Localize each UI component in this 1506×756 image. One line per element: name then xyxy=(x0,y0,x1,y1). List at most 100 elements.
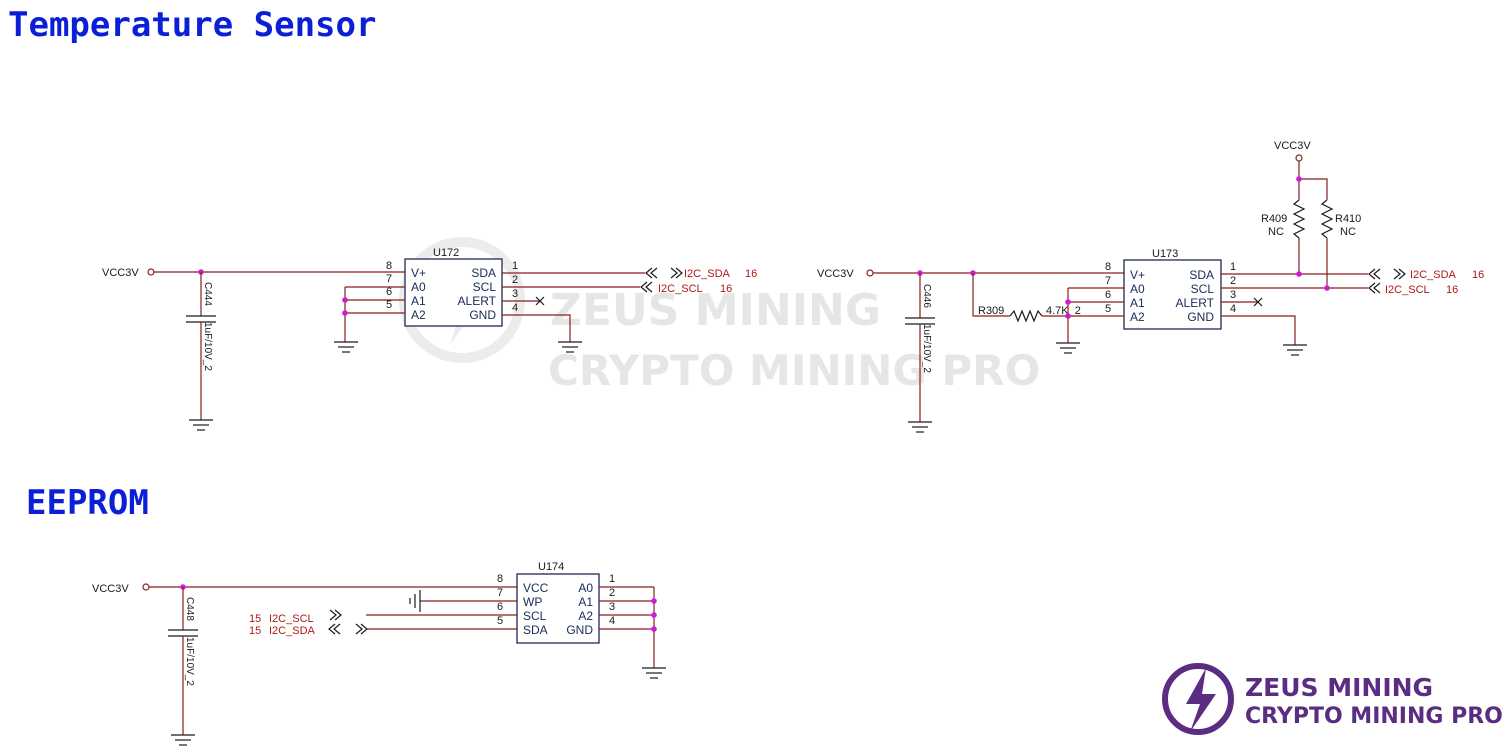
pin-number: 6 xyxy=(386,286,392,298)
watermark-line2: CRYPTO MINING PRO xyxy=(548,346,1040,395)
offpage-connector-icon xyxy=(329,609,342,621)
pullup-ref: R410 xyxy=(1335,213,1361,225)
watermark: ZEUS MINING CRYPTO MINING PRO xyxy=(399,237,1040,395)
gnd-wire xyxy=(1221,315,1296,345)
pin-number: 5 xyxy=(386,299,392,311)
pin-name: A2 xyxy=(411,308,426,322)
pullup-value: NC xyxy=(1340,226,1356,238)
pin-name: A2 xyxy=(1130,310,1145,324)
pin-name: V+ xyxy=(411,266,426,280)
u174-vcc-label: VCC3V xyxy=(92,583,129,595)
pin-number: 3 xyxy=(512,288,518,300)
pin-number: 8 xyxy=(386,260,392,272)
pin-name: ALERT xyxy=(1176,296,1215,310)
pin-number: 8 xyxy=(497,573,503,585)
pin-name: SCL xyxy=(473,280,497,294)
ground-icon xyxy=(1283,344,1307,356)
ground-icon xyxy=(558,341,582,353)
pin-name: V+ xyxy=(1130,268,1145,282)
pin-name: GND xyxy=(469,308,496,322)
net-page-ref: 16 xyxy=(1472,269,1484,281)
pin-name: A0 xyxy=(1130,282,1145,296)
u173-ref: U173 xyxy=(1152,248,1178,260)
pin-number: 3 xyxy=(609,601,615,613)
pin-name: SCL xyxy=(1191,282,1215,296)
pin-name: A1 xyxy=(411,294,426,308)
pin-name: VCC xyxy=(523,581,549,595)
net-label: I2C_SDA xyxy=(684,268,731,280)
pin-number: 4 xyxy=(512,302,518,314)
junction xyxy=(651,626,657,632)
u173-pullup-vcc-label: VCC3V xyxy=(1274,140,1311,152)
offpage-connector-icon xyxy=(640,281,653,293)
r309-wire xyxy=(972,273,1010,317)
junction xyxy=(1324,285,1330,291)
logo-line2: CRYPTO MINING PRO xyxy=(1245,704,1503,729)
u174-cap-value: 1uF/10V_2 xyxy=(184,637,195,686)
pin-number: 8 xyxy=(1105,261,1111,273)
logo-ring-icon xyxy=(1162,663,1234,735)
ground-icon xyxy=(642,667,666,679)
resistor-icon xyxy=(1292,199,1306,239)
pin-name: SDA xyxy=(523,623,548,637)
u173-block: VCC3V C446 1uF/10V_2 R309 4.7K_2 U173 xyxy=(817,140,1484,433)
pin-number: 2 xyxy=(512,274,518,286)
u174-vcc-port xyxy=(142,583,150,591)
pullup-vcc-port xyxy=(1295,154,1303,162)
heading-temperature-sensor: Temperature Sensor xyxy=(8,5,376,45)
junction xyxy=(1296,176,1302,182)
logo-line1: ZEUS MINING xyxy=(1245,673,1433,702)
u173-vcc-label: VCC3V xyxy=(817,268,854,280)
pin-name: A0 xyxy=(411,280,426,294)
junction xyxy=(1065,313,1071,319)
junction xyxy=(1065,299,1071,305)
resistor-icon xyxy=(1320,199,1334,239)
pin-number: 2 xyxy=(609,587,615,599)
u172-cap-ref: C444 xyxy=(202,282,213,306)
net-page-ref: 15 xyxy=(249,613,261,625)
pin-name: ALERT xyxy=(458,294,497,308)
ground-icon xyxy=(1056,342,1080,354)
u174-chip xyxy=(516,573,600,644)
pin-name: WP xyxy=(523,595,542,609)
no-connect-icon xyxy=(535,296,545,306)
junction xyxy=(651,612,657,618)
pullup-ref: R409 xyxy=(1261,213,1287,225)
pin-number: 6 xyxy=(1105,289,1111,301)
u173-cap-ref: C446 xyxy=(921,284,932,308)
ground-icon xyxy=(334,341,358,353)
pin-number: 6 xyxy=(497,601,503,613)
net-page-ref: 16 xyxy=(720,283,732,295)
watermark-line1: ZEUS MINING xyxy=(550,285,881,336)
pullup-wire xyxy=(1299,178,1328,200)
pin-name: SCL xyxy=(523,609,547,623)
pin-name: A2 xyxy=(578,609,593,623)
heading-eeprom: EEPROM xyxy=(26,483,149,523)
u172-block: VCC3V C444 1uF/10V_2 U172 8 7 xyxy=(102,247,757,431)
pin-name: GND xyxy=(566,623,593,637)
pin-number: 5 xyxy=(1105,303,1111,315)
net-page-ref: 15 xyxy=(249,625,261,637)
gnd-wire xyxy=(502,314,571,342)
pin-number: 7 xyxy=(497,587,503,599)
ground-icon xyxy=(171,734,195,746)
junction xyxy=(651,598,657,604)
junction xyxy=(1296,271,1302,277)
u174-cap-ref: C448 xyxy=(184,597,195,621)
no-connect-icon xyxy=(1253,297,1263,307)
junction xyxy=(342,310,348,316)
resistor-icon xyxy=(1009,309,1043,323)
pin-number: 1 xyxy=(512,260,518,272)
pin-name: SDA xyxy=(471,266,496,280)
pin-name: SDA xyxy=(1189,268,1214,282)
pin-number: 1 xyxy=(609,573,615,585)
u172-ref: U172 xyxy=(433,247,459,259)
u173-chip xyxy=(1123,259,1222,330)
pin-number: 4 xyxy=(1230,303,1236,315)
offpage-connector-icon xyxy=(1368,268,1406,280)
pin-number: 2 xyxy=(1230,275,1236,287)
brand-logo: ZEUS MINING CRYPTO MINING PRO xyxy=(1162,663,1503,735)
u173-cap-value: 1uF/10V_2 xyxy=(921,324,932,373)
pin-number: 4 xyxy=(609,615,615,627)
